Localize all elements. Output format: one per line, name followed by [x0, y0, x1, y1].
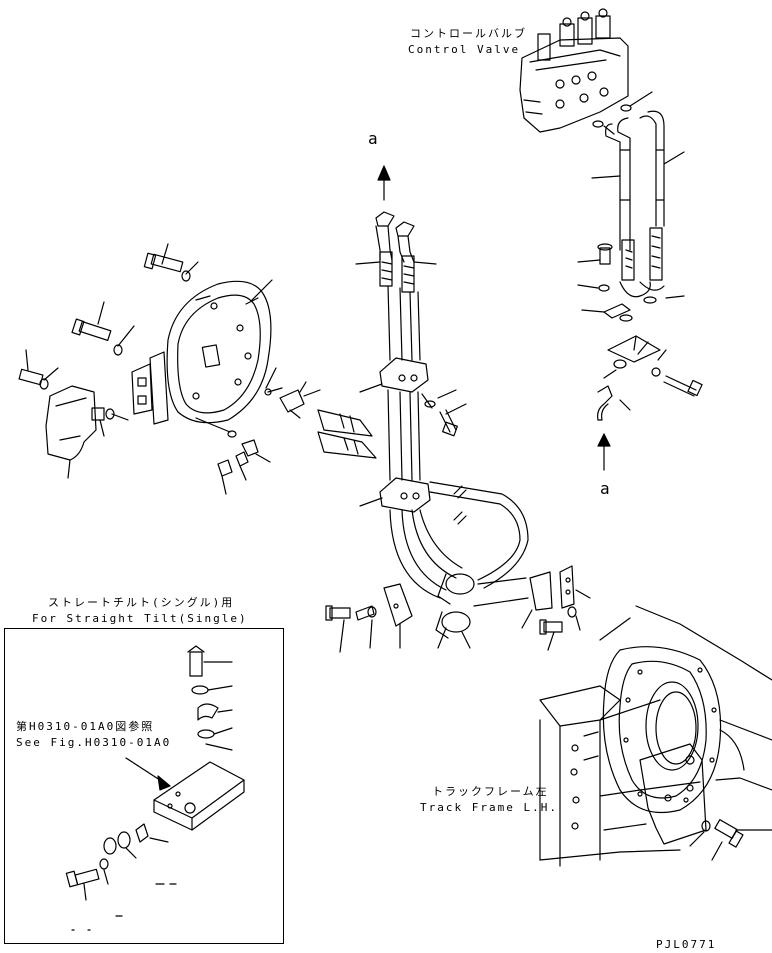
track-frame-en-label: Track Frame L.H. — [420, 801, 558, 814]
see-fig-en-label: See Fig.H0310-01A0 — [16, 736, 172, 749]
straight-tilt-jp-label: ストレートチルト(シングル)用 — [48, 596, 235, 609]
control-valve-en-label: Control Valve — [408, 43, 521, 56]
housing-assembly — [18, 243, 377, 495]
valve-fittings — [577, 243, 703, 471]
bottom-clamps — [325, 565, 591, 653]
straight-tilt-en-label: For Straight Tilt(Single) — [32, 612, 248, 625]
marker-a-right: a — [600, 479, 610, 498]
control-valve — [519, 8, 653, 135]
marker-a-top: a — [368, 129, 378, 148]
inset-parts — [65, 645, 245, 931]
see-fig-jp-label: 第H0310-01A0図参照 — [16, 720, 155, 733]
track-frame — [539, 605, 772, 867]
arrow-a-top — [377, 165, 391, 201]
track-frame-jp-label: トラックフレーム左 — [432, 785, 549, 798]
valve-hoses — [591, 110, 685, 298]
straight-tilt-inset — [4, 628, 284, 944]
drawing-code: PJL0771 — [656, 938, 717, 951]
control-valve-jp-label: コントロールバルブ — [410, 27, 527, 40]
main-hose-assembly — [355, 211, 529, 639]
